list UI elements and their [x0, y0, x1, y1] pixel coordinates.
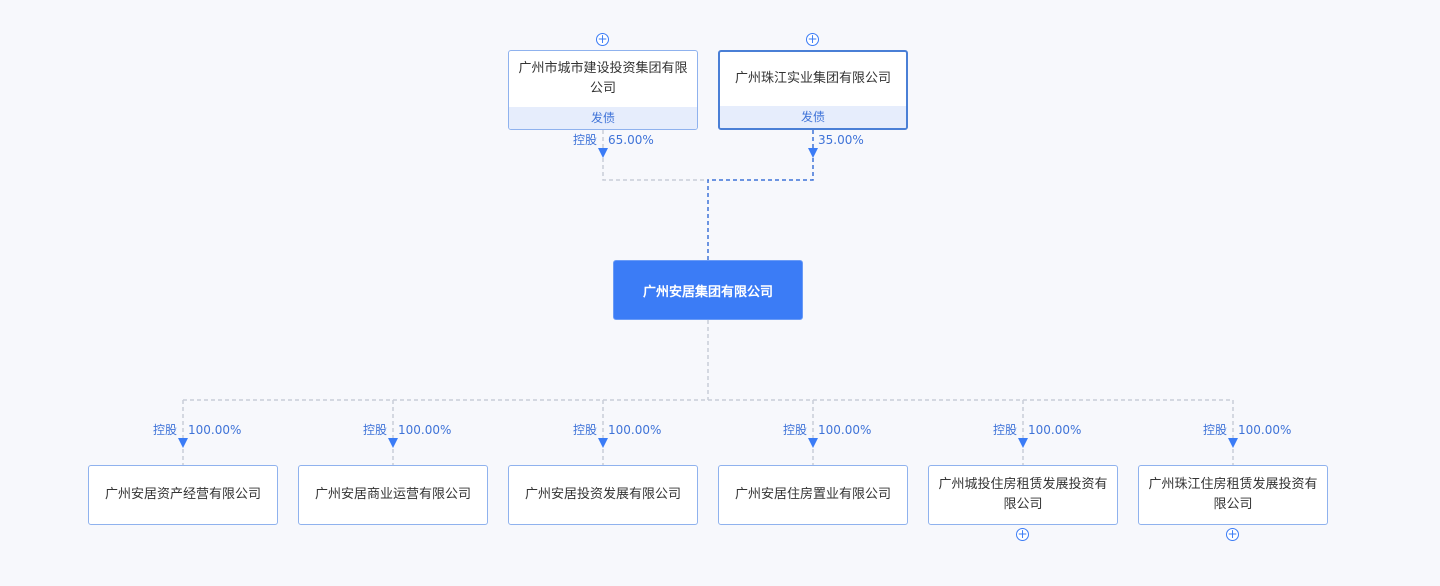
company-name: 广州安居商业运营有限公司 — [314, 487, 471, 502]
subsidiary-card[interactable]: 广州安居商业运营有限公司 — [298, 465, 488, 525]
company-name: 广州安居投资发展有限公司 — [524, 487, 681, 502]
relation-label: 控股 — [361, 423, 390, 437]
company-name: 广州珠江实业集团有限公司 — [734, 71, 891, 86]
bond-tag: 发债 — [720, 106, 906, 128]
percent-label: 100.00% — [606, 423, 664, 437]
subsidiary-card[interactable]: 广州安居住房置业有限公司 — [718, 465, 908, 525]
relation-label: 控股 — [781, 423, 810, 437]
subsidiary-card[interactable]: 广州安居资产经营有限公司 — [88, 465, 278, 525]
arrow-head — [808, 438, 818, 448]
expand-icon[interactable]: + — [1016, 527, 1029, 541]
subsidiary-card[interactable]: 广州珠江住房租赁发展投资有限公司 — [1138, 465, 1328, 525]
arrow-head — [598, 148, 608, 158]
relation-label: 控股 — [571, 423, 600, 437]
company-name: 广州市城市建设投资集团有限公司 — [518, 61, 688, 96]
company-name: 广州珠江住房租赁发展投资有限公司 — [1148, 477, 1318, 512]
connector-line — [707, 130, 814, 260]
company-name: 广州安居住房置业有限公司 — [734, 487, 891, 502]
relation-label: 控股 — [151, 423, 180, 437]
percent-label: 100.00% — [186, 423, 244, 437]
percent-label: 65.00% — [606, 133, 656, 147]
subsidiary-card[interactable]: 广州城投住房租赁发展投资有限公司 — [928, 465, 1118, 525]
shareholder-card[interactable]: 广州市城市建设投资集团有限公司 发债 — [508, 50, 698, 130]
relation-label: 控股 — [991, 423, 1020, 437]
subsidiary-card[interactable]: 广州安居投资发展有限公司 — [508, 465, 698, 525]
company-name: 广州安居集团有限公司 — [642, 284, 773, 300]
connector-line — [602, 130, 708, 181]
company-name: 广州城投住房租赁发展投资有限公司 — [938, 477, 1108, 512]
expand-icon[interactable]: + — [596, 32, 609, 46]
percent-label: 35.00% — [816, 133, 866, 147]
company-name: 广州安居资产经营有限公司 — [104, 487, 261, 502]
percent-label: 100.00% — [1026, 423, 1084, 437]
arrow-head — [388, 438, 398, 448]
arrow-head — [1018, 438, 1028, 448]
arrow-head — [1228, 438, 1238, 448]
relation-label: 控股 — [571, 133, 600, 147]
arrow-head — [178, 438, 188, 448]
percent-label: 100.00% — [396, 423, 454, 437]
expand-icon[interactable]: + — [1226, 527, 1239, 541]
expand-icon[interactable]: + — [806, 32, 819, 46]
percent-label: 100.00% — [816, 423, 874, 437]
percent-label: 100.00% — [1236, 423, 1294, 437]
shareholder-card[interactable]: 广州珠江实业集团有限公司 发债 — [718, 50, 908, 130]
bond-tag: 发债 — [509, 107, 697, 129]
arrow-head — [598, 438, 608, 448]
arrow-head — [808, 148, 818, 158]
focus-company-card[interactable]: 广州安居集团有限公司 — [613, 260, 803, 320]
relation-label: 控股 — [1201, 423, 1230, 437]
